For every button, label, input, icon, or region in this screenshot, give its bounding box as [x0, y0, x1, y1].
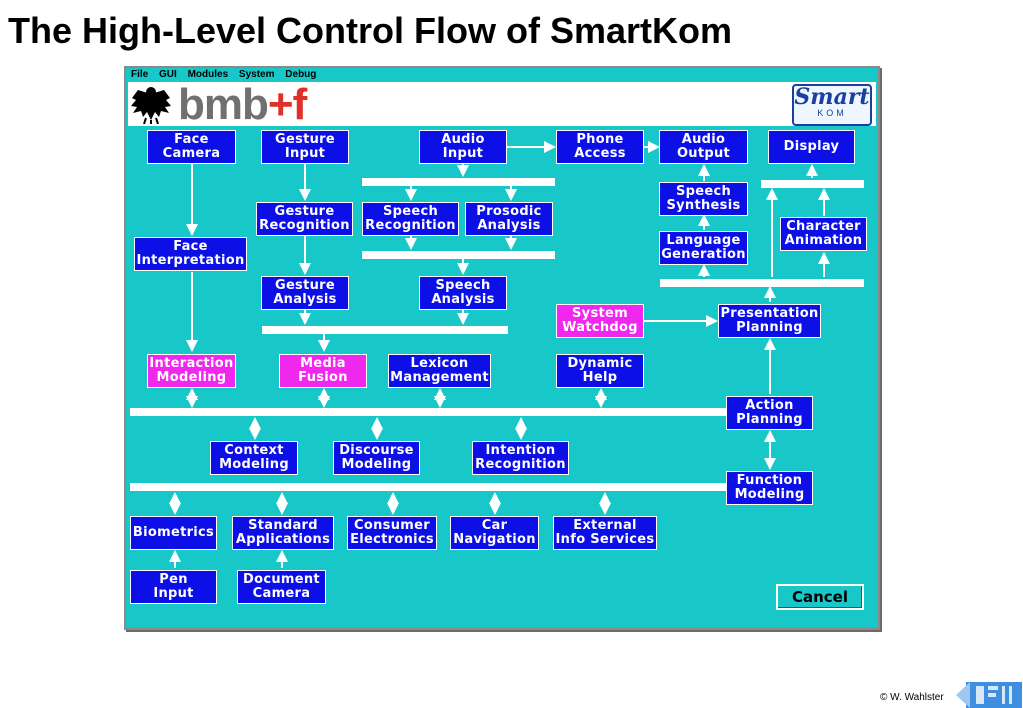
bus-output-top — [761, 180, 864, 188]
module-dynamic-help[interactable]: Dynamic Help — [556, 354, 644, 388]
menu-debug[interactable]: Debug — [285, 69, 317, 80]
module-biometrics[interactable]: Biometrics — [130, 516, 217, 550]
logo-bar: bmb+f Smart KOM — [128, 80, 876, 129]
module-document-camera[interactable]: Document Camera — [237, 570, 326, 604]
slide-title: The High-Level Control Flow of SmartKom — [8, 10, 733, 51]
menu-file[interactable]: File — [131, 69, 149, 80]
module-external-info-services[interactable]: External Info Services — [553, 516, 657, 550]
module-function-modeling[interactable]: Function Modeling — [726, 471, 813, 505]
module-speech-analysis[interactable]: Speech Analysis — [419, 276, 507, 310]
module-language-generation[interactable]: Language Generation — [659, 231, 748, 265]
module-gesture-analysis[interactable]: Gesture Analysis — [261, 276, 349, 310]
module-prosodic-analysis[interactable]: Prosodic Analysis — [465, 202, 553, 236]
module-face-interpretation[interactable]: Face Interpretation — [134, 237, 247, 271]
cancel-button[interactable]: Cancel — [776, 584, 864, 610]
module-display[interactable]: Display — [768, 130, 855, 164]
module-media-fusion[interactable]: Media Fusion — [279, 354, 367, 388]
module-intention-recognition[interactable]: Intention Recognition — [472, 441, 569, 475]
menu-bar: File GUI Modules System Debug — [126, 68, 878, 82]
bus-main-upper — [130, 408, 727, 416]
smartkom-logo: Smart KOM — [792, 84, 872, 126]
menu-system[interactable]: System — [238, 69, 275, 80]
module-presentation-planning[interactable]: Presentation Planning — [718, 304, 821, 338]
menu-gui[interactable]: GUI — [159, 69, 177, 80]
module-action-planning[interactable]: Action Planning — [726, 396, 813, 430]
bus-analysis — [262, 326, 508, 334]
module-lexicon-management[interactable]: Lexicon Management — [388, 354, 491, 388]
bus-speech-bottom — [362, 251, 555, 259]
bus-output-bottom — [660, 279, 864, 287]
menu-modules[interactable]: Modules — [187, 69, 229, 80]
federal-eagle-icon — [131, 87, 171, 124]
module-face-camera[interactable]: Face Camera — [147, 130, 236, 164]
module-character-animation[interactable]: Character Animation — [780, 217, 867, 251]
module-speech-recognition[interactable]: Speech Recognition — [362, 202, 459, 236]
module-system-watchdog[interactable]: System Watchdog — [556, 304, 644, 338]
module-car-navigation[interactable]: Car Navigation — [450, 516, 539, 550]
module-audio-input[interactable]: Audio Input — [419, 130, 507, 164]
module-standard-applications[interactable]: Standard Applications — [232, 516, 334, 550]
module-gesture-recognition[interactable]: Gesture Recognition — [256, 202, 353, 236]
module-discourse-modeling[interactable]: Discourse Modeling — [333, 441, 420, 475]
module-pen-input[interactable]: Pen Input — [130, 570, 217, 604]
module-speech-synthesis[interactable]: Speech Synthesis — [659, 182, 748, 216]
module-gesture-input[interactable]: Gesture Input — [261, 130, 349, 164]
module-interaction-modeling[interactable]: Interaction Modeling — [147, 354, 236, 388]
module-context-modeling[interactable]: Context Modeling — [210, 441, 298, 475]
copyright: © W. Wahlster — [880, 692, 944, 703]
dfki-logo-icon — [956, 682, 1022, 708]
bus-audio-top — [362, 178, 555, 186]
module-audio-output[interactable]: Audio Output — [659, 130, 748, 164]
module-consumer-electronics[interactable]: Consumer Electronics — [347, 516, 437, 550]
module-phone-access[interactable]: Phone Access — [556, 130, 644, 164]
bmbf-logo: bmb+f — [178, 80, 307, 129]
bus-main-lower — [130, 483, 727, 491]
